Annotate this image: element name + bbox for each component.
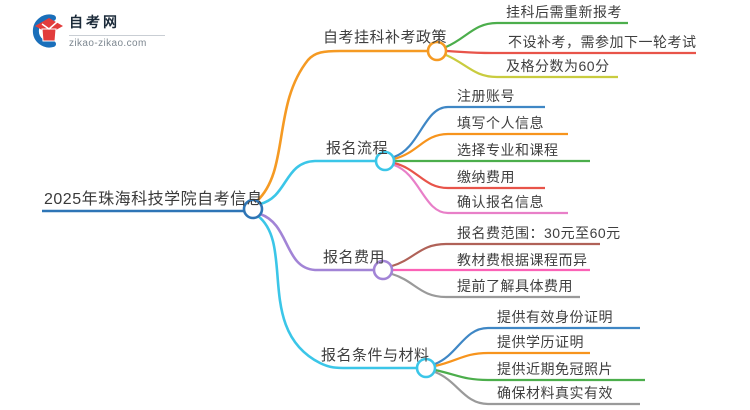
branch-node-circle-1[interactable] bbox=[374, 150, 396, 172]
leaf-label-0-0[interactable]: 挂科后需重新报考 bbox=[506, 4, 622, 20]
branch-label-exam-retake-policy[interactable]: 自考挂科补考政策 bbox=[323, 29, 448, 46]
branch-line-1 bbox=[259, 159, 376, 206]
leaf-label-1-4[interactable]: 确认报名信息 bbox=[457, 194, 544, 210]
root-node-label[interactable]: 2025年珠海科技学院自考信息 bbox=[44, 191, 264, 208]
branch-node-circle-3[interactable] bbox=[415, 357, 437, 379]
leaf-line-0-0 bbox=[445, 21, 628, 49]
leaf-line-2-0 bbox=[391, 242, 600, 268]
branch-line-2 bbox=[259, 212, 374, 272]
leaf-label-3-0[interactable]: 提供有效身份证明 bbox=[497, 309, 613, 325]
branch-label-registration-fee[interactable]: 报名费用 bbox=[323, 249, 386, 266]
leaf-label-0-1[interactable]: 不设补考，需参加下一轮考试 bbox=[508, 34, 697, 50]
branch-label-registration-requirements[interactable]: 报名条件与材料 bbox=[321, 347, 430, 364]
leaf-label-2-2[interactable]: 提前了解具体费用 bbox=[457, 278, 573, 294]
leaf-line-3-0 bbox=[434, 326, 640, 366]
graduation-cap-logo-icon bbox=[32, 14, 63, 47]
leaf-label-3-2[interactable]: 提供近期免冠照片 bbox=[497, 361, 613, 377]
leaf-label-1-1[interactable]: 填写个人信息 bbox=[457, 115, 544, 131]
leaf-line-0-2 bbox=[445, 53, 618, 79]
branch-line-0 bbox=[256, 49, 427, 202]
root-node-circle[interactable] bbox=[242, 198, 264, 220]
leaf-line-1-4 bbox=[393, 163, 568, 215]
leaf-label-1-2[interactable]: 选择专业和课程 bbox=[457, 142, 559, 158]
leaf-label-3-3[interactable]: 确保材料真实有效 bbox=[497, 385, 613, 401]
site-logo[interactable]: 自考网 zikao-zikao.com bbox=[30, 12, 165, 49]
leaf-line-1-1 bbox=[393, 132, 568, 161]
site-name: 自考网 bbox=[69, 14, 120, 30]
site-url: zikao-zikao.com bbox=[69, 38, 147, 49]
leaf-line-2-2 bbox=[391, 272, 580, 299]
leaf-label-3-1[interactable]: 提供学历证明 bbox=[497, 334, 584, 350]
branch-label-registration-process[interactable]: 报名流程 bbox=[326, 140, 389, 157]
branch-node-circle-2[interactable] bbox=[372, 259, 394, 281]
leaf-label-1-3[interactable]: 缴纳费用 bbox=[457, 169, 515, 185]
leaf-label-1-0[interactable]: 注册账号 bbox=[457, 88, 515, 104]
leaf-label-2-0[interactable]: 报名费范围：30元至60元 bbox=[457, 225, 621, 241]
leaf-line-3-1 bbox=[434, 351, 590, 368]
leaf-label-0-2[interactable]: 及格分数为60分 bbox=[506, 58, 610, 74]
leaf-label-2-1[interactable]: 教材费根据课程而异 bbox=[457, 252, 588, 268]
branch-line-3 bbox=[257, 214, 417, 370]
leaf-line-0-1 bbox=[445, 49, 696, 55]
leaf-line-3-3 bbox=[434, 370, 640, 406]
leaf-line-1-0 bbox=[393, 105, 545, 159]
logo-divider bbox=[69, 35, 165, 36]
branch-node-circle-0[interactable] bbox=[426, 40, 448, 62]
leaf-line-3-2 bbox=[434, 368, 645, 382]
leaf-line-1-3 bbox=[393, 161, 545, 190]
